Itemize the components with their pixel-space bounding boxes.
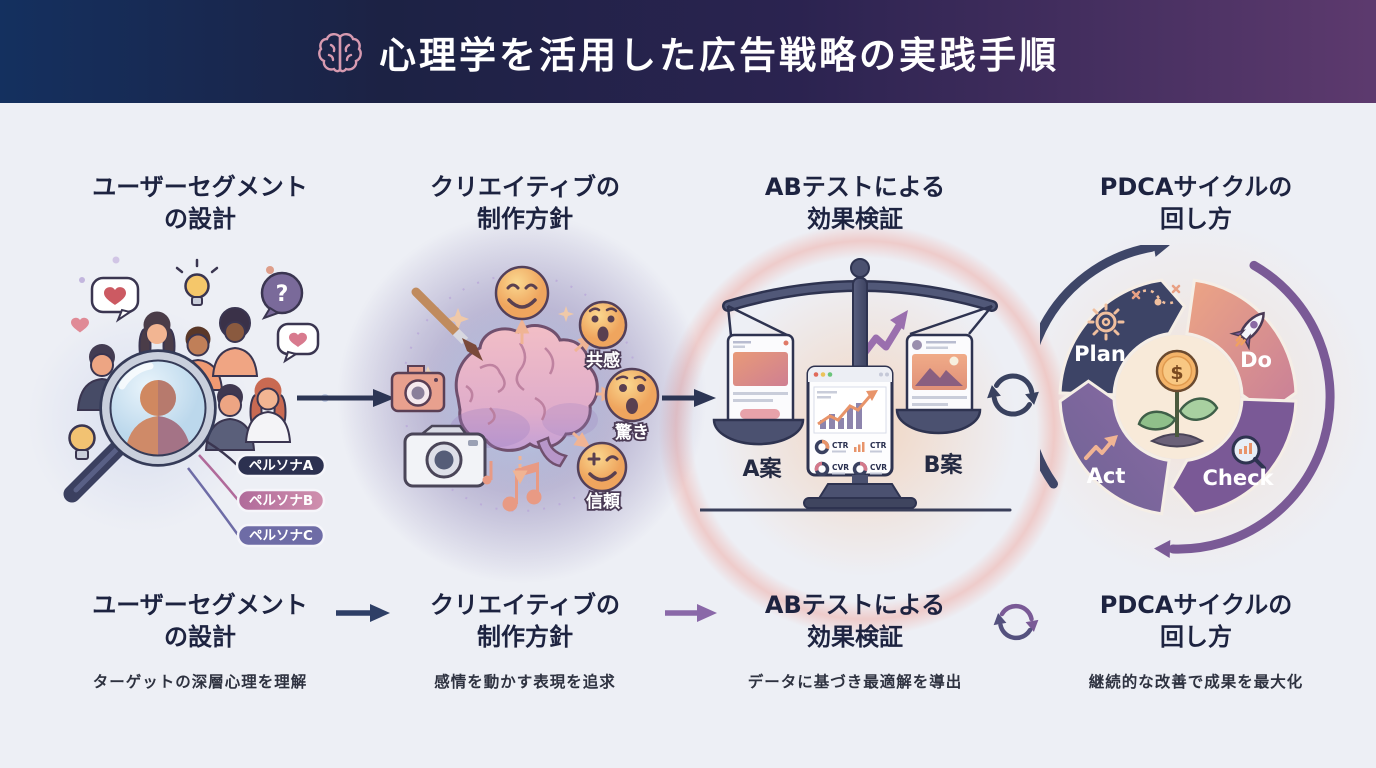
heart-bubble-icon bbox=[276, 322, 320, 364]
connector-line bbox=[187, 467, 240, 536]
step2-title-bottom: クリエイティブの 制作方針 bbox=[429, 591, 621, 651]
pdca-label-check: Check bbox=[1202, 466, 1274, 490]
brain-creative-icon bbox=[450, 324, 599, 468]
emotion-label-3: 信頼 bbox=[586, 491, 621, 512]
svg-text:ペルソナC: ペルソナC bbox=[249, 528, 313, 544]
trend-arrow-icon bbox=[859, 310, 908, 359]
step3-title-top: ABテストによる 効果検証 bbox=[764, 173, 946, 233]
metric-tile: CTR bbox=[854, 441, 887, 453]
svg-text:ペルソナB: ペルソナB bbox=[249, 493, 313, 509]
pdca-segment-act bbox=[1058, 379, 1171, 516]
dot bbox=[112, 256, 120, 264]
pdca-segment-plan bbox=[1058, 278, 1187, 397]
scale-base bbox=[803, 475, 917, 509]
creative-illustration: 共感 驚き 信頼 bbox=[390, 265, 660, 514]
paintbrush-icon bbox=[411, 287, 483, 361]
magnifier-icon bbox=[63, 349, 217, 503]
step1-subtitle: ターゲットの深層心理を理解 bbox=[92, 673, 308, 691]
emoji-smile-icon bbox=[494, 265, 550, 321]
webpage-card-a bbox=[726, 333, 795, 429]
bar-chart bbox=[820, 403, 862, 429]
lightbulb-icon bbox=[175, 258, 219, 306]
step4-title-bottom: PDCAサイクルの 回し方 bbox=[1099, 591, 1293, 651]
ab-test-illustration: A案 B案 bbox=[700, 258, 1012, 512]
metric-tile: CVR bbox=[852, 461, 887, 477]
step3-title-bottom: ABテストによる 効果検証 bbox=[764, 591, 946, 651]
page-title: 心理学を活用した広告戦略の実践手順 bbox=[379, 33, 1059, 77]
emotion-label-1: 共感 bbox=[586, 350, 620, 371]
svg-text:CTR: CTR bbox=[870, 441, 887, 450]
outer-cycle-arrows bbox=[1040, 245, 1335, 558]
connector-line bbox=[205, 439, 238, 466]
strategy-icon bbox=[1131, 284, 1181, 306]
heart-bubble-icon bbox=[90, 276, 140, 323]
step2-title-top: クリエイティブの 制作方針 bbox=[429, 173, 621, 233]
lightbulb-icon bbox=[68, 424, 96, 460]
webpage-card-b bbox=[905, 333, 974, 425]
persona-pill-a: ペルソナA bbox=[235, 453, 327, 478]
persona-pill-c: ペルソナC bbox=[236, 523, 326, 548]
svg-text:?: ? bbox=[276, 282, 289, 307]
camera-icon bbox=[390, 365, 446, 413]
emoji-surprise-icon bbox=[604, 367, 660, 423]
rocket-icon bbox=[1229, 311, 1265, 351]
svg-text:CTR: CTR bbox=[832, 441, 849, 450]
step1-title-top: ユーザーセグメント の設計 bbox=[92, 173, 308, 233]
analytics-dashboard: CTR CTR CVR CVR bbox=[806, 365, 894, 477]
flow-arrow-icon bbox=[665, 604, 717, 622]
refresh-icon bbox=[993, 603, 1039, 641]
person-man-afro bbox=[211, 307, 259, 377]
svg-text:$: $ bbox=[1170, 362, 1183, 384]
persona-pill-b: ペルソナB bbox=[236, 488, 326, 513]
pdca-label-do: Do bbox=[1240, 348, 1272, 372]
step4-title-top: PDCAサイクルの 回し方 bbox=[1099, 173, 1293, 233]
camera-icon bbox=[403, 424, 487, 488]
pdca-illustration: Plan Do Check Act $ bbox=[1040, 245, 1335, 558]
dot bbox=[79, 277, 85, 283]
emotion-label-2: 驚き bbox=[615, 422, 649, 443]
svg-text:CVR: CVR bbox=[832, 463, 849, 472]
pdca-segment-do bbox=[1185, 278, 1298, 415]
flow-arrow-icon bbox=[662, 389, 716, 407]
brain-icon bbox=[318, 32, 362, 72]
step3-subtitle: データに基づき最適解を導出 bbox=[747, 673, 963, 691]
emoji-wink-icon bbox=[576, 441, 628, 493]
variant-b-label: B案 bbox=[924, 452, 964, 478]
connector-line bbox=[198, 454, 239, 501]
music-note-icon bbox=[482, 461, 542, 512]
sparkle-icon bbox=[447, 308, 469, 330]
pdca-label-plan: Plan bbox=[1074, 342, 1126, 366]
gear-icon bbox=[1087, 303, 1125, 341]
svg-text:ペルソナA: ペルソナA bbox=[249, 458, 314, 474]
metric-tile: CTR bbox=[814, 439, 849, 455]
flow-arrow-icon bbox=[297, 389, 395, 407]
scale-pan bbox=[712, 418, 805, 446]
pdca-label-act: Act bbox=[1087, 464, 1126, 488]
step4-subtitle: 継続的な改善で成果を最大化 bbox=[1088, 673, 1304, 691]
heart-icon bbox=[71, 317, 89, 333]
metric-tile: CVR bbox=[814, 461, 849, 477]
trend-line bbox=[817, 395, 872, 426]
growth-arrow-icon bbox=[1084, 435, 1118, 460]
header-banner: 心理学を活用した広告戦略の実践手順 bbox=[0, 0, 1376, 103]
plant-icon bbox=[1137, 391, 1219, 448]
magnifier-chart-icon bbox=[1231, 435, 1266, 470]
step1-title-bottom: ユーザーセグメント の設計 bbox=[92, 591, 308, 651]
refresh-icon bbox=[987, 373, 1039, 417]
sparkle-icon bbox=[558, 306, 574, 322]
question-bubble-icon: ? bbox=[260, 271, 304, 320]
dot bbox=[266, 266, 274, 274]
step2-subtitle: 感情を動かす表現を追求 bbox=[434, 673, 616, 691]
coin-icon: $ bbox=[1155, 349, 1199, 393]
svg-text:CVR: CVR bbox=[870, 463, 887, 472]
scale-pan bbox=[895, 408, 982, 435]
emoji-surprise-icon bbox=[578, 300, 628, 350]
user-segment-illustration: ? bbox=[63, 256, 329, 548]
person-woman-redhead bbox=[244, 377, 292, 443]
flow-arrow-icon bbox=[336, 604, 390, 622]
variant-a-label: A案 bbox=[742, 456, 782, 482]
